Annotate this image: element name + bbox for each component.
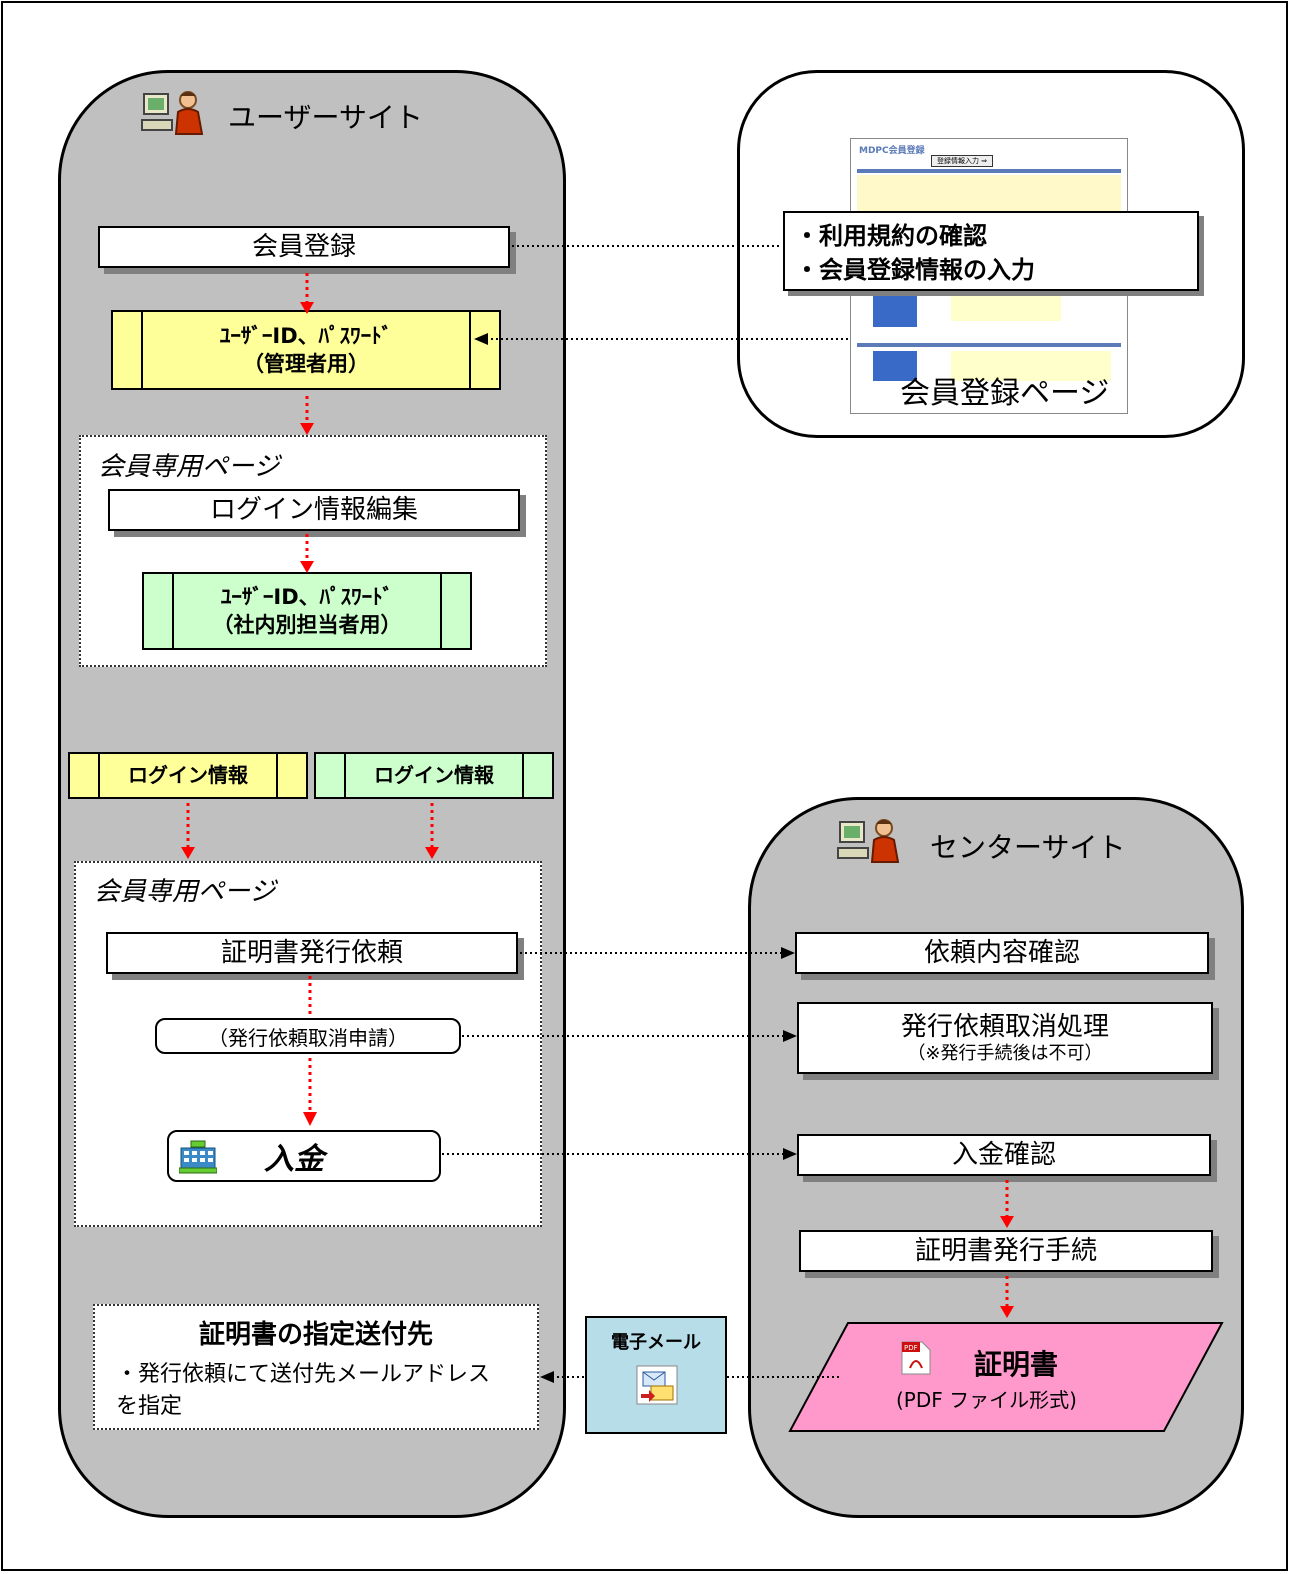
login-info-admin-tag: ログイン情報 (68, 752, 308, 799)
issue-procedure-box[interactable]: 証明書発行手続 (799, 1230, 1213, 1272)
login-info-staff-tag: ログイン情報 (314, 752, 554, 799)
thumb-tab: 登録情報入力 ⇒ (931, 155, 993, 167)
staff-credentials-tag: ﾕｰｻﾞｰID、ﾊﾟｽﾜｰﾄﾞ （社内別担当者用） (142, 572, 472, 650)
admin-credentials-tag: ﾕｰｻﾞｰID、ﾊﾟｽﾜｰﾄﾞ （管理者用） (111, 310, 501, 390)
pdf-file-icon: PDF (900, 1340, 932, 1380)
person-at-computer-icon (836, 818, 906, 868)
svg-text:PDF: PDF (904, 1344, 918, 1352)
black-arrowhead (783, 1030, 797, 1042)
admin-credentials-line1: ﾕｰｻﾞｰID、ﾊﾟｽﾜｰﾄﾞ (219, 323, 393, 348)
member-registration-box[interactable]: 会員登録 (98, 226, 510, 268)
certificate-subtitle: (PDF ファイル形式) (896, 1388, 1077, 1412)
delivery-line1: ・発行依頼にて送付先メールアドレス (116, 1362, 491, 1387)
user-site-title: ユーザーサイト (228, 101, 423, 134)
black-arrowhead (540, 1371, 554, 1383)
red-arrowhead (300, 302, 314, 314)
certificate-title: 証明書 (974, 1348, 1059, 1381)
black-arrowhead (783, 1148, 797, 1160)
cancel-request-box[interactable]: （発行依頼取消申請） (155, 1018, 461, 1054)
person-at-computer-icon (140, 90, 210, 140)
red-arrowhead (1000, 1216, 1014, 1228)
delivery-destination-box (93, 1304, 539, 1430)
register-note: ・会員登録情報の入力 (795, 256, 1035, 284)
red-arrowhead (303, 1112, 317, 1126)
center-site-title: センターサイト (930, 831, 1126, 864)
email-icon (635, 1364, 681, 1412)
cancel-processing-box[interactable]: 発行依頼取消処理 （※発行手続後は不可） (797, 1002, 1213, 1074)
member-page-2-label: 会員専用ページ (94, 877, 276, 907)
staff-credentials-line1: ﾕｰｻﾞｰID、ﾊﾟｽﾜｰﾄﾞ (220, 584, 394, 609)
delivery-line2: を指定 (116, 1394, 183, 1419)
red-arrowhead (181, 847, 195, 859)
thumb-title: MDPC会員登録 (859, 146, 925, 156)
payment-label: 入金 (264, 1142, 324, 1177)
register-page-caption: 会員登録ページ (900, 376, 1110, 411)
red-arrowhead (300, 561, 314, 573)
email-label: 電子メール (611, 1332, 701, 1353)
confirm-request-box[interactable]: 依頼内容確認 (795, 932, 1209, 974)
staff-credentials-line2: （社内別担当者用） (212, 613, 402, 637)
certificate-shape (788, 1321, 1224, 1433)
red-arrowhead (300, 423, 314, 435)
cancel-processing-line1: 発行依頼取消処理 (900, 1011, 1109, 1042)
email-box: 電子メール (585, 1316, 727, 1434)
member-page-1-label: 会員専用ページ (98, 452, 280, 482)
payment-box[interactable]: 入金 (167, 1130, 441, 1182)
register-note: ・利用規約の確認 (795, 222, 987, 250)
certificate-request-box[interactable]: 証明書発行依頼 (106, 932, 518, 974)
payment-confirm-box[interactable]: 入金確認 (797, 1134, 1211, 1176)
red-arrowhead (425, 847, 439, 859)
black-arrowhead (474, 333, 488, 345)
register-notes-box: ・利用規約の確認 ・会員登録情報の入力 (783, 211, 1199, 291)
admin-credentials-line2: （管理者用） (243, 352, 369, 376)
cancel-processing-line2: （※発行手続後は不可） (907, 1043, 1103, 1064)
red-arrowhead (1000, 1306, 1014, 1318)
delivery-title: 証明書の指定送付先 (198, 1320, 433, 1350)
black-arrowhead (781, 947, 795, 959)
edit-login-info-box[interactable]: ログイン情報編集 (108, 489, 520, 531)
